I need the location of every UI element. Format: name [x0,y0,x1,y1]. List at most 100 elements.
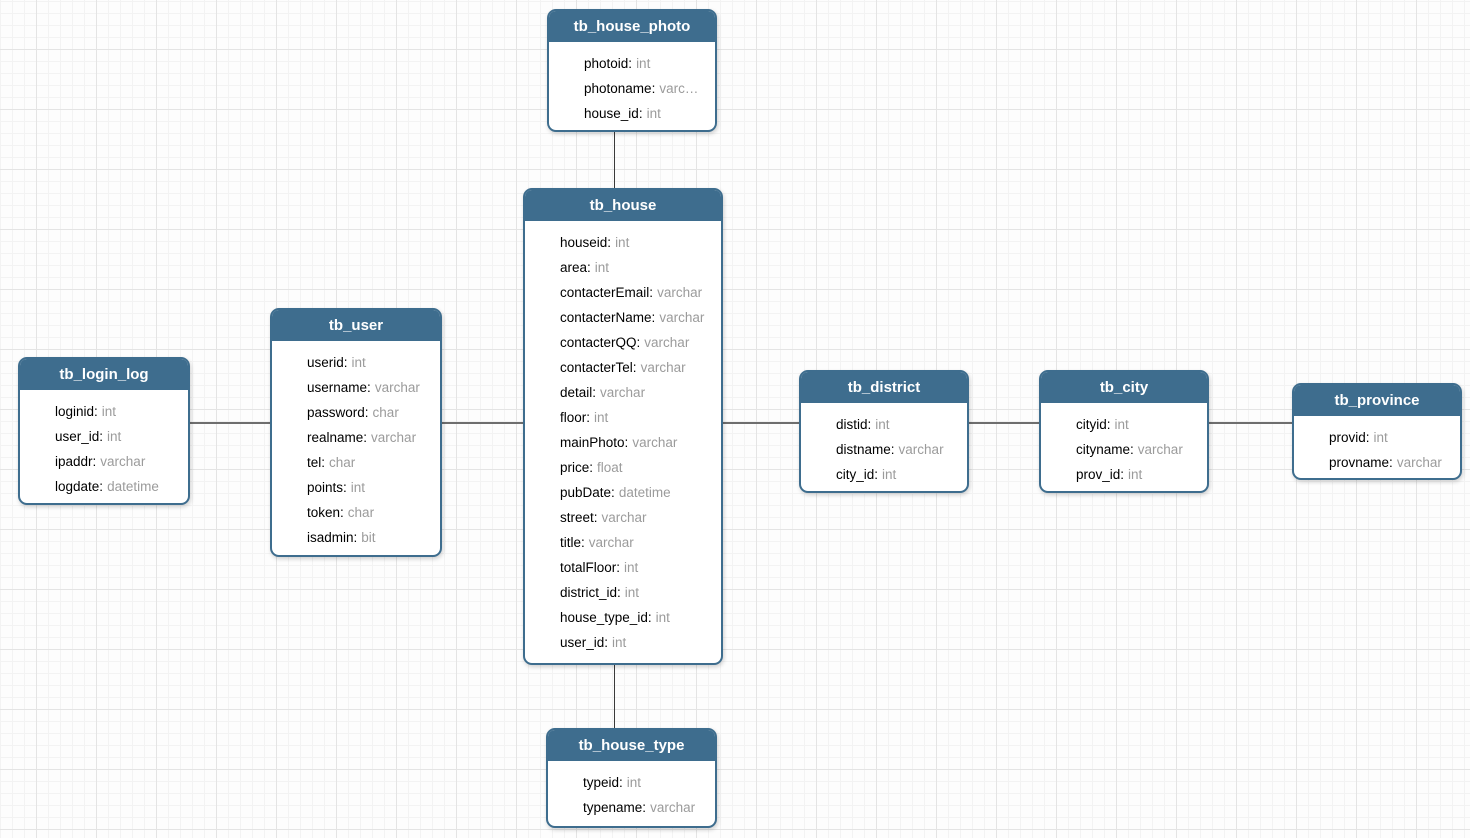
field-name: logdate [55,479,100,494]
field-colon: : [1120,467,1125,482]
connector-line-tb_house-tb_house_type[interactable] [614,665,615,728]
field-colon: : [874,467,879,482]
connector-line-tb_user-tb_house[interactable] [442,422,523,424]
field-type: varchar [640,360,686,375]
field-type: datetime [618,485,671,500]
field-colon: : [616,560,621,575]
connector-line-tb_district-tb_city[interactable] [969,422,1039,424]
field-name: cityname [1076,442,1131,457]
table-header-tb_login_log[interactable]: tb_login_log [20,359,188,392]
field-type: int [626,775,642,790]
field-name: house_id [584,106,639,121]
field-colon: : [592,385,597,400]
field-type: bit [361,530,376,545]
field-name: street [560,510,594,525]
field-colon: : [363,430,368,445]
field-type: int [107,429,122,444]
field-row-contacterEmail: contacterEmail:varchar [525,280,721,305]
field-type: varchar [588,535,634,550]
table-header-tb_house[interactable]: tb_house [525,190,721,223]
field-row-token: token:char [272,500,440,525]
field-colon: : [651,310,656,325]
field-name: token [307,505,341,520]
field-name: provid [1329,430,1366,445]
table-header-tb_house_photo[interactable]: tb_house_photo [549,11,715,44]
field-name: typeid [583,775,620,790]
field-type: int [615,235,630,250]
field-type: varchar [659,310,705,325]
table-header-tb_user[interactable]: tb_user [272,310,440,343]
table-header-tb_province[interactable]: tb_province [1294,385,1460,418]
connector-line-tb_login_log-tb_user[interactable] [190,422,270,424]
field-row-contacterQQ: contacterQQ:varchar [525,330,721,355]
field-row-typename: typename:varchar [548,795,715,820]
field-row-prov_id: prov_id:int [1041,462,1207,487]
field-colon: : [586,410,591,425]
field-row-price: price:float [525,455,721,480]
field-type: datetime [107,479,159,494]
field-name: district_id [560,585,618,600]
field-row-house_id: house_id:int [549,101,715,126]
field-name: floor [560,410,587,425]
connector-line-tb_house_photo-tb_house[interactable] [614,132,615,188]
field-colon: : [604,635,609,650]
field-type: varchar [1396,455,1442,470]
field-colon: : [617,585,621,600]
field-colon: : [647,610,652,625]
field-name: detail [560,385,593,400]
field-type: varchar [657,285,703,300]
field-name: contacterEmail [560,285,650,300]
field-type: int [1114,417,1129,432]
field-row-contacterName: contacterName:varchar [525,305,721,330]
field-name: price [560,460,590,475]
field-colon: : [607,235,612,250]
field-colon: : [343,355,348,370]
field-type: varchar [1137,442,1183,457]
field-type: int [624,585,640,600]
connector-line-tb_city-tb_province[interactable] [1209,422,1292,424]
field-name: cityid [1076,417,1107,432]
field-colon: : [593,510,598,525]
field-colon: : [1106,417,1111,432]
table-header-tb_house_type[interactable]: tb_house_type [548,730,715,763]
field-type: varchar [632,435,678,450]
field-colon: : [628,56,633,71]
field-colon: : [321,455,326,470]
field-colon: : [1130,442,1134,457]
field-colon: : [364,405,369,420]
field-type: int [612,635,627,650]
field-type: int [594,410,609,425]
field-row-street: street:varchar [525,505,721,530]
field-row-user_id: user_id:int [20,424,188,449]
field-row-isadmin: isadmin:bit [272,525,440,550]
field-row-houseid: houseid:int [525,230,721,255]
connector-line-tb_house-tb_district[interactable] [723,422,799,424]
field-row-distname: distname:varchar [801,437,967,462]
field-colon: : [624,435,629,450]
field-name: contacterTel [560,360,633,375]
field-type: int [655,610,670,625]
field-row-tel: tel:char [272,450,440,475]
field-name: house_type_id [560,610,648,625]
field-colon: : [340,505,344,520]
field-name: city_id [836,467,875,482]
table-header-tb_city[interactable]: tb_city [1041,372,1207,405]
field-name: userid [307,355,344,370]
field-row-district_id: district_id:int [525,580,721,605]
field-row-loginid: loginid:int [20,399,188,424]
field-type: float [597,460,623,475]
field-colon: : [890,442,895,457]
table-header-tb_district[interactable]: tb_district [801,372,967,405]
field-type: varchar [644,335,690,350]
field-colon: : [343,480,347,495]
